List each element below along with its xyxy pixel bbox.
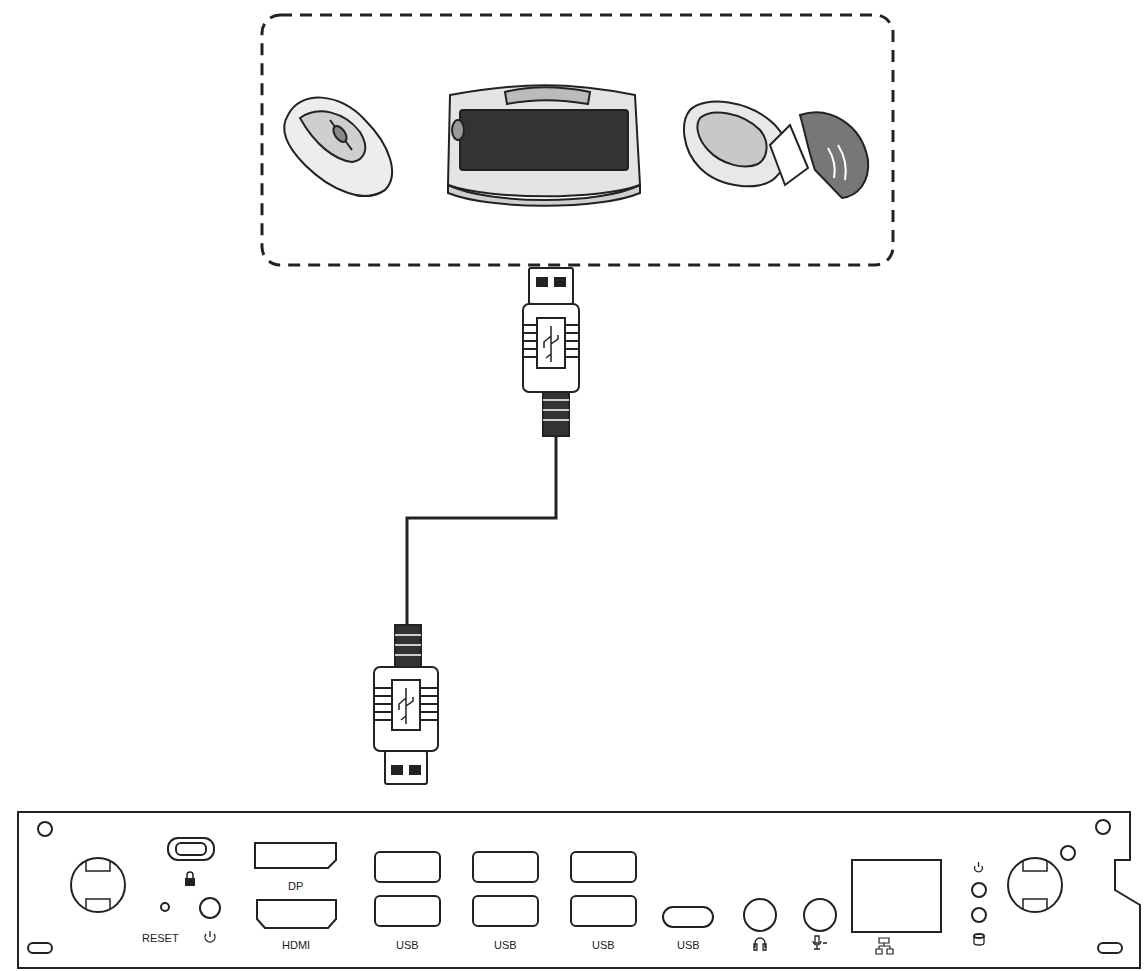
usb-cable: [407, 436, 556, 625]
usb-connector: [374, 625, 438, 784]
rear-panel: [18, 812, 1140, 968]
device-group: [262, 15, 893, 265]
mouse: [284, 98, 392, 196]
usb-connector: [523, 268, 579, 436]
usb-drive: [684, 102, 868, 198]
keyboard: [448, 85, 640, 206]
reset-label: RESET: [142, 933, 179, 944]
port-label: HDMI: [282, 940, 310, 951]
port-label: DP: [288, 881, 303, 892]
port-label: USB: [592, 940, 615, 951]
port-label: USB: [494, 940, 517, 951]
port-label: USB: [677, 940, 700, 951]
port-label: USB: [396, 940, 419, 951]
